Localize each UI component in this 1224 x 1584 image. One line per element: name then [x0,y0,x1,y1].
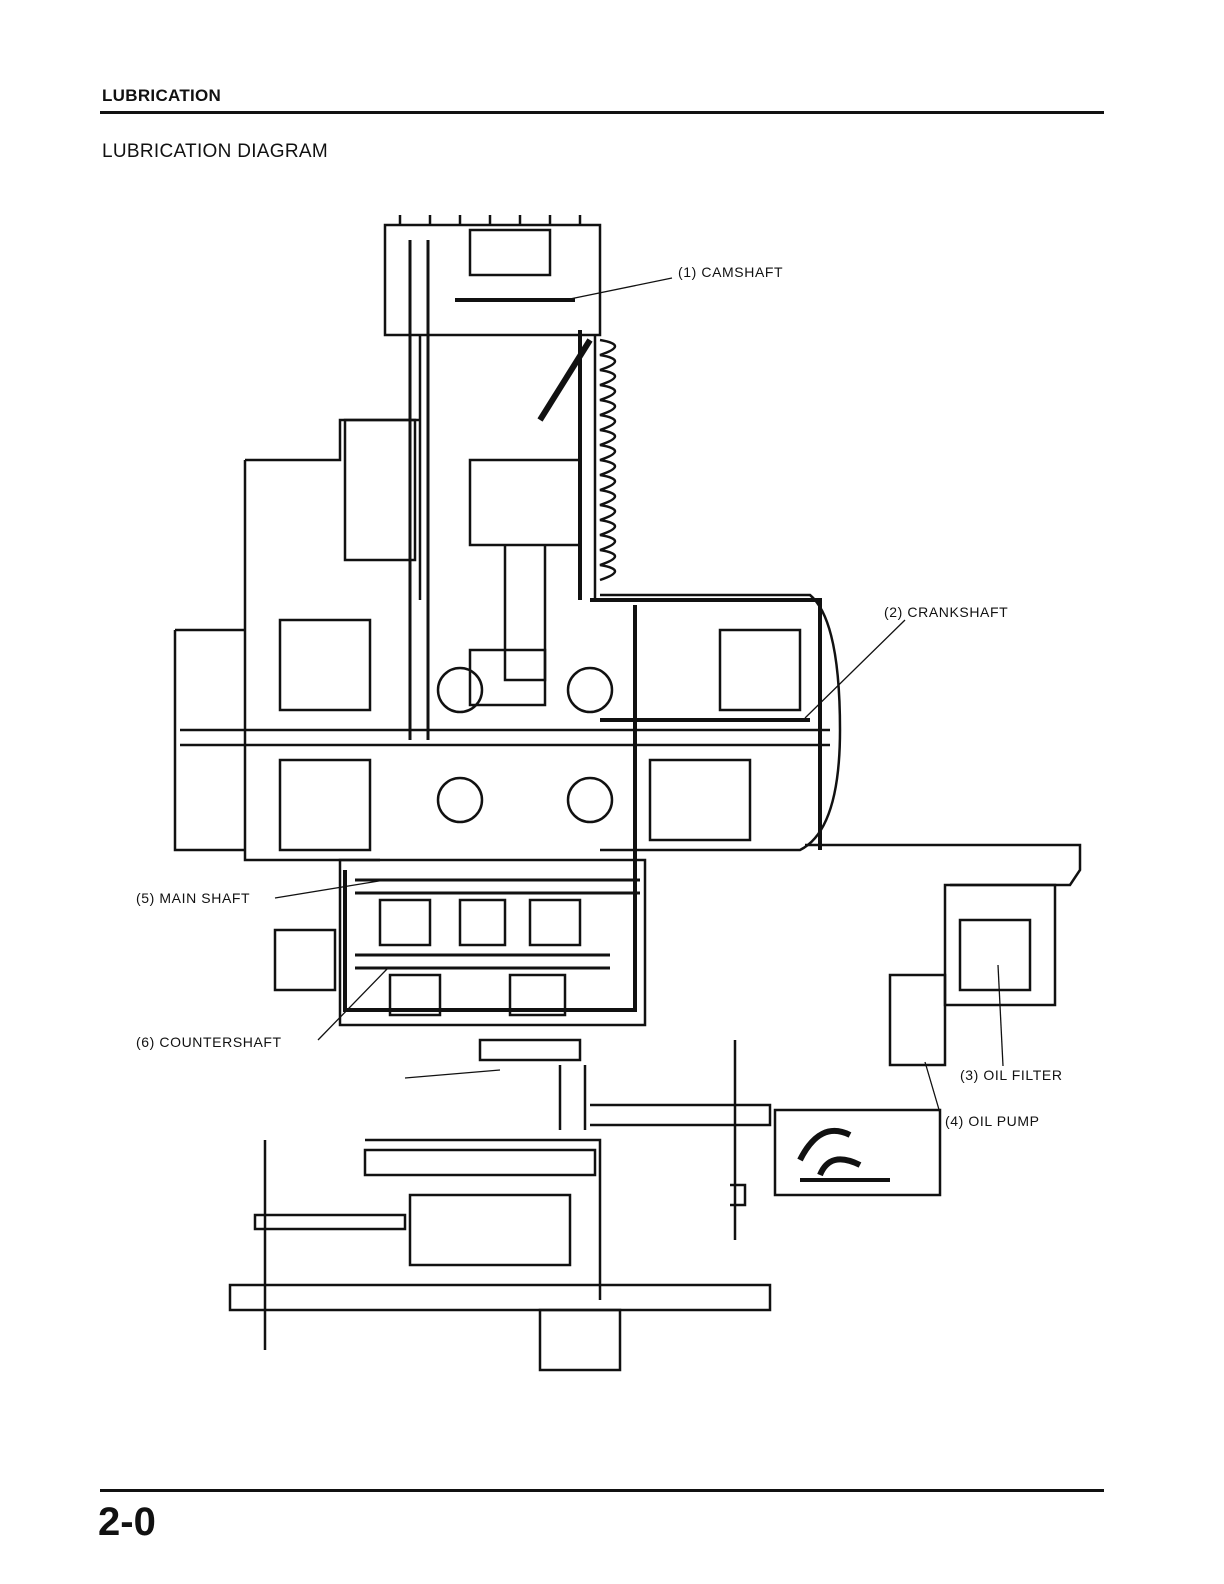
leader-camshaft [564,277,673,301]
leader-oil-pump [924,1061,941,1114]
oil-pump-filter [773,843,1082,1197]
callout-oil-pump: (4) OIL PUMP [945,1113,1040,1129]
lower-gear-section [228,1040,772,1372]
leader-oil-filter [997,964,1004,1067]
callout-crankshaft: (2) CRANKSHAFT [884,604,1009,620]
callout-main-shaft: (5) MAIN SHAFT [136,890,251,906]
cylinder-head [383,215,602,337]
leader-main-shaft [274,879,386,899]
crankcase [173,418,842,862]
callout-leaders [274,277,1004,1114]
page-number: 2-0 [98,1500,156,1544]
section-header: LUBRICATION [102,86,222,105]
footer-rule [100,1489,1104,1492]
leader-crankshaft [804,619,906,719]
diagram-title: LUBRICATION DIAGRAM [102,141,328,162]
header-rule [100,111,1104,114]
callout-oil-filter: (3) OIL FILTER [960,1067,1063,1083]
cam-chain-passage [408,240,430,740]
cylinder [418,335,617,682]
oil-passages [343,330,822,1012]
callout-countershaft: (6) COUNTERSHAFT [136,1034,282,1050]
callout-camshaft: (1) CAMSHAFT [678,264,784,280]
transmission [273,858,647,1062]
leader-countershaft [317,967,389,1041]
